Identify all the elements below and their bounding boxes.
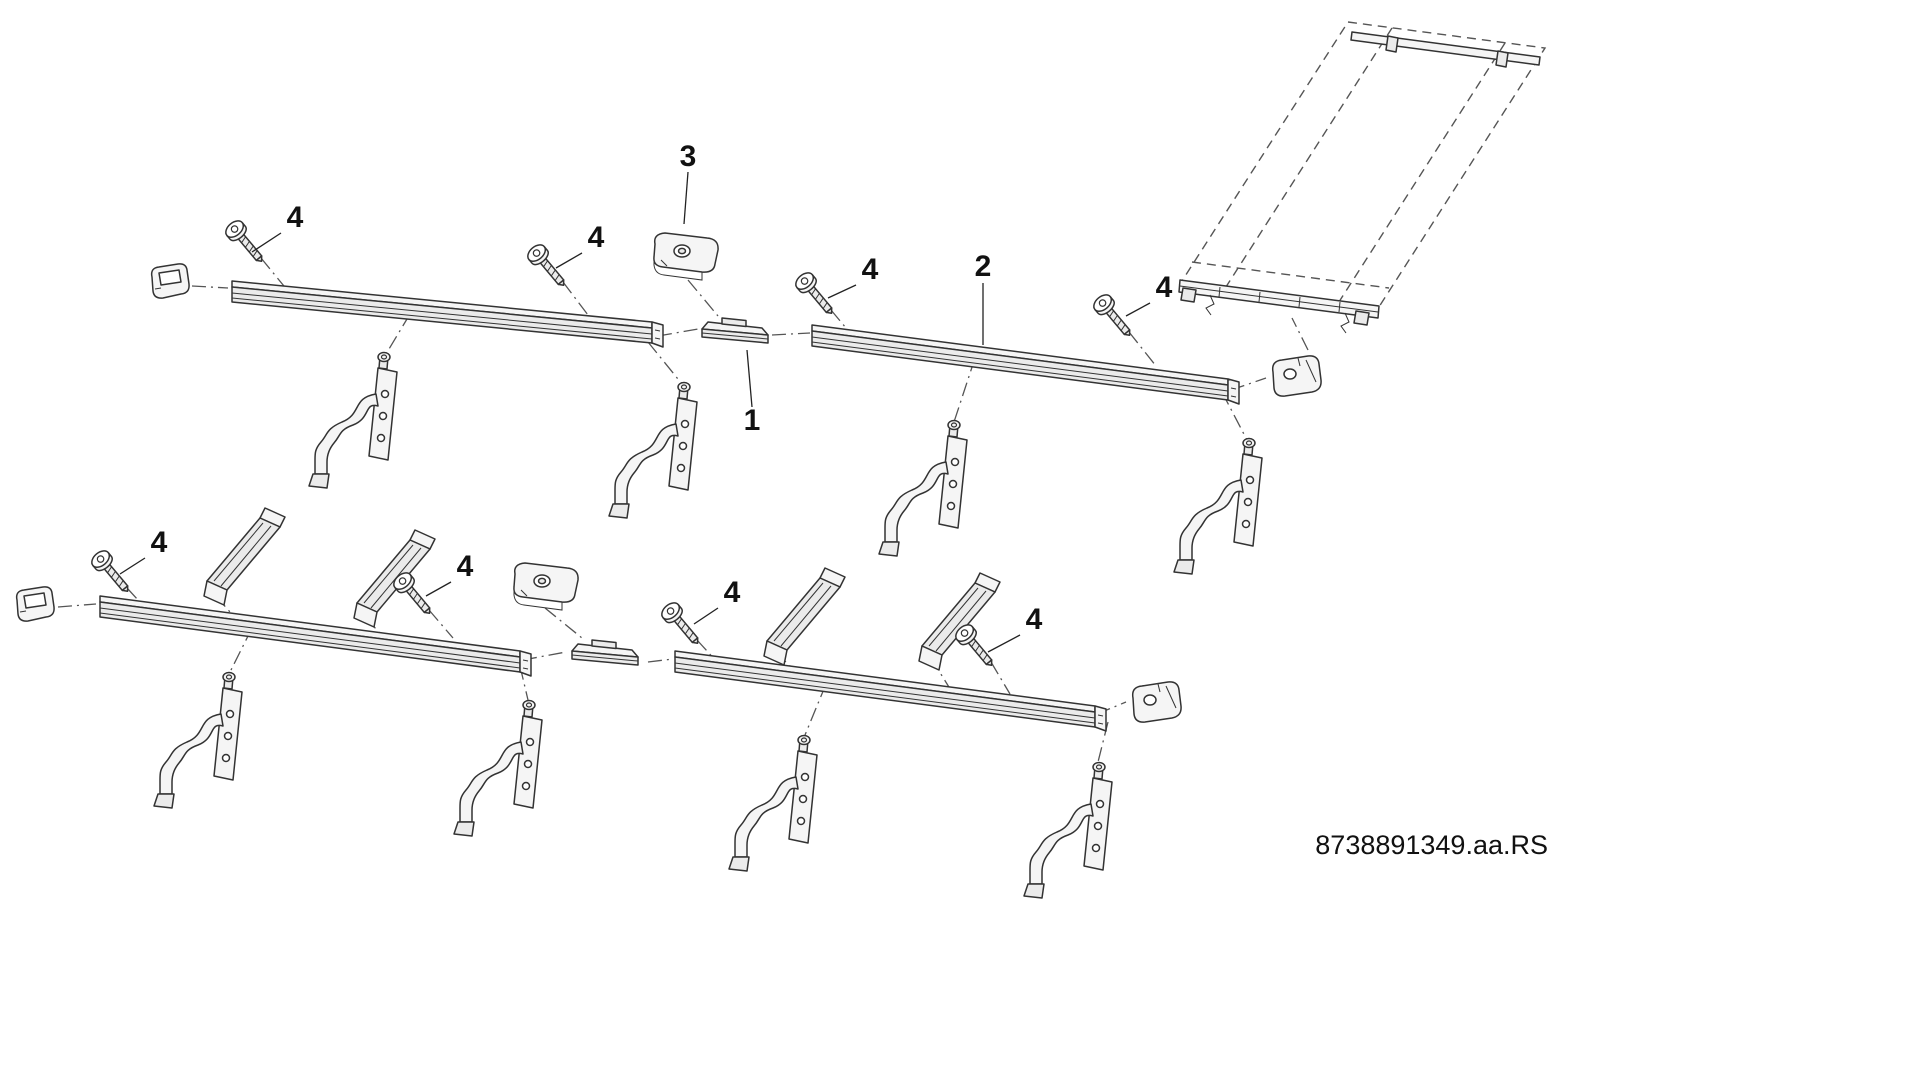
screw-bottom-3 <box>657 598 706 651</box>
center-lines <box>57 257 1309 763</box>
screw-bottom-2 <box>389 568 438 621</box>
roof-hook-top-2 <box>608 381 698 519</box>
rail-end-clip-top-left <box>150 263 190 299</box>
callout-part-1: 1 <box>744 404 761 437</box>
screw-top-3 <box>791 268 840 321</box>
roof-hook-bottom-2 <box>453 699 543 837</box>
callout-screw-bottom-4: 4 <box>1026 603 1043 636</box>
reference-code: 8738891349.aa.RS <box>1315 830 1548 860</box>
roof-hook-bottom-3 <box>728 734 818 872</box>
screw-top-1 <box>221 216 270 269</box>
screw-bottom-1 <box>87 546 136 599</box>
roof-hook-top-1 <box>308 351 398 489</box>
callout-part-3: 3 <box>680 140 697 173</box>
collector-top-profile <box>1350 31 1541 68</box>
screw-top-4 <box>1089 290 1138 343</box>
callout-screw-bottom-3: 4 <box>724 576 741 609</box>
support-bracket-2 <box>353 529 436 628</box>
mounting-rail-bottom-left <box>99 595 532 677</box>
roof-hook-top-3 <box>878 419 968 557</box>
rail-end-cap-top-right <box>1271 355 1322 397</box>
callout-screw-top-4: 4 <box>1156 271 1173 304</box>
support-bracket-1 <box>203 507 286 606</box>
callout-labels: 4 4 3 4 2 4 1 4 4 4 4 <box>151 140 1173 636</box>
connector-cover-bottom <box>513 562 579 611</box>
mounting-rail-bottom-right <box>674 650 1107 732</box>
roof-hook-top-4 <box>1173 437 1263 575</box>
mounting-rail-top-left <box>231 280 664 348</box>
roof-hook-bottom-4 <box>1023 761 1113 899</box>
solar-collector-outline <box>1178 21 1547 334</box>
callout-screw-bottom-1: 4 <box>151 526 168 559</box>
callout-screw-top-1: 4 <box>287 201 304 234</box>
callout-screw-top-3: 4 <box>862 253 879 286</box>
rail-end-clip-bottom-left <box>15 586 55 622</box>
mounting-rail-part-2 <box>811 324 1240 405</box>
collector-bottom-rail <box>1178 279 1380 334</box>
callout-part-2: 2 <box>975 250 992 283</box>
top-assembly <box>150 216 1322 575</box>
rail-connector-part-1 <box>701 317 769 344</box>
connector-cover-part-3 <box>653 232 719 281</box>
leader-lines <box>119 171 1151 653</box>
callout-screw-bottom-2: 4 <box>457 550 474 583</box>
screw-top-2 <box>523 240 572 293</box>
bottom-assembly <box>15 507 1182 899</box>
support-bracket-3 <box>763 567 846 666</box>
screw-bottom-4 <box>951 620 1000 673</box>
rail-connector-bottom <box>571 639 639 666</box>
roof-hook-bottom-1 <box>153 671 243 809</box>
rail-end-cap-bottom-right <box>1131 681 1182 723</box>
callout-screw-top-2: 4 <box>588 221 605 254</box>
